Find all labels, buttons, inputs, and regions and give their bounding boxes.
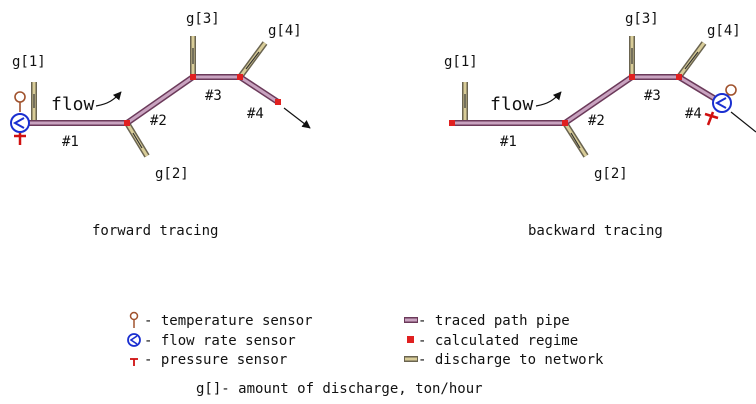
- legend-calculated-label: - calculated regime: [418, 333, 578, 349]
- legend-temperature-label: - temperature sensor: [144, 313, 313, 329]
- legend-traced-pipe-icon: [404, 317, 418, 323]
- legend-discharge-icon: [404, 356, 418, 362]
- discharge-label-g2: g[2]: [155, 166, 189, 182]
- calculated-node: [190, 74, 196, 80]
- calculated-node: [629, 74, 635, 80]
- calculated-node: [562, 120, 568, 126]
- flow-rate-sensor-icon: [10, 113, 30, 133]
- calculated-node: [124, 120, 130, 126]
- outflow-arrow: [283, 107, 311, 129]
- calculated-node: [237, 74, 243, 80]
- legend: - temperature sensor - flow rate sensor …: [127, 311, 604, 397]
- pipe-label-2: #2: [150, 113, 167, 129]
- pressure-sensor-icon: [704, 111, 719, 126]
- discharge-label-g1: g[1]: [12, 54, 46, 70]
- flow-rate-sensor-icon: [712, 93, 732, 113]
- pipe-label-3: #3: [644, 88, 661, 104]
- legend-calculated-icon: [407, 336, 414, 343]
- discharge-label-g4: g[4]: [707, 23, 741, 39]
- pipe-label-4: #4: [685, 106, 702, 122]
- discharge-branch-g4: [237, 41, 268, 79]
- backward-caption: backward tracing: [528, 223, 663, 239]
- flow-arrow: [535, 91, 562, 107]
- pipe-label-1: #1: [500, 134, 517, 150]
- discharge-label-g3: g[3]: [186, 11, 220, 27]
- legend-flow-rate-icon: [127, 333, 141, 347]
- flow-label: flow: [490, 94, 534, 115]
- legend-discharge-label: - discharge to network: [418, 352, 604, 368]
- discharge-label-g1: g[1]: [444, 54, 478, 70]
- calculated-node: [676, 74, 682, 80]
- discharge-branch-g2: [124, 121, 150, 158]
- calculated-node: [449, 120, 455, 126]
- pressure-sensor-icon: [14, 133, 26, 145]
- forward-caption: forward tracing: [92, 223, 218, 239]
- legend-pressure-label: - pressure sensor: [144, 352, 287, 368]
- legend-temperature-icon: [129, 311, 139, 328]
- flow-label: flow: [51, 94, 95, 115]
- temperature-sensor-icon: [14, 91, 26, 112]
- backward-tracing-panel: flow #1 #2 #3 #4 g[1] g[2] g[3] g[4] bac…: [444, 11, 756, 239]
- pipe-label-3: #3: [205, 88, 222, 104]
- flow-arrow: [95, 91, 122, 107]
- legend-flow-rate-label: - flow rate sensor: [144, 333, 296, 349]
- discharge-label-g4: g[4]: [268, 23, 302, 39]
- legend-pressure-icon: [130, 358, 138, 366]
- calculated-node: [275, 99, 281, 105]
- pipe-label-4: #4: [247, 106, 264, 122]
- discharge-label-g3: g[3]: [625, 11, 659, 27]
- discharge-branch-g2: [562, 121, 589, 158]
- outflow-line: [730, 111, 756, 133]
- discharge-label-g2: g[2]: [594, 166, 628, 182]
- forward-tracing-panel: flow #1 #2 #3 #4 g[1] g[2] g[3] g[4] for…: [10, 11, 311, 239]
- discharge-branch-g4: [676, 41, 707, 79]
- pipe-label-1: #1: [62, 134, 79, 150]
- legend-footer: g[]- amount of discharge, ton/hour: [196, 381, 483, 397]
- legend-traced-label: - traced path pipe: [418, 313, 570, 329]
- pipe-label-2: #2: [588, 113, 605, 129]
